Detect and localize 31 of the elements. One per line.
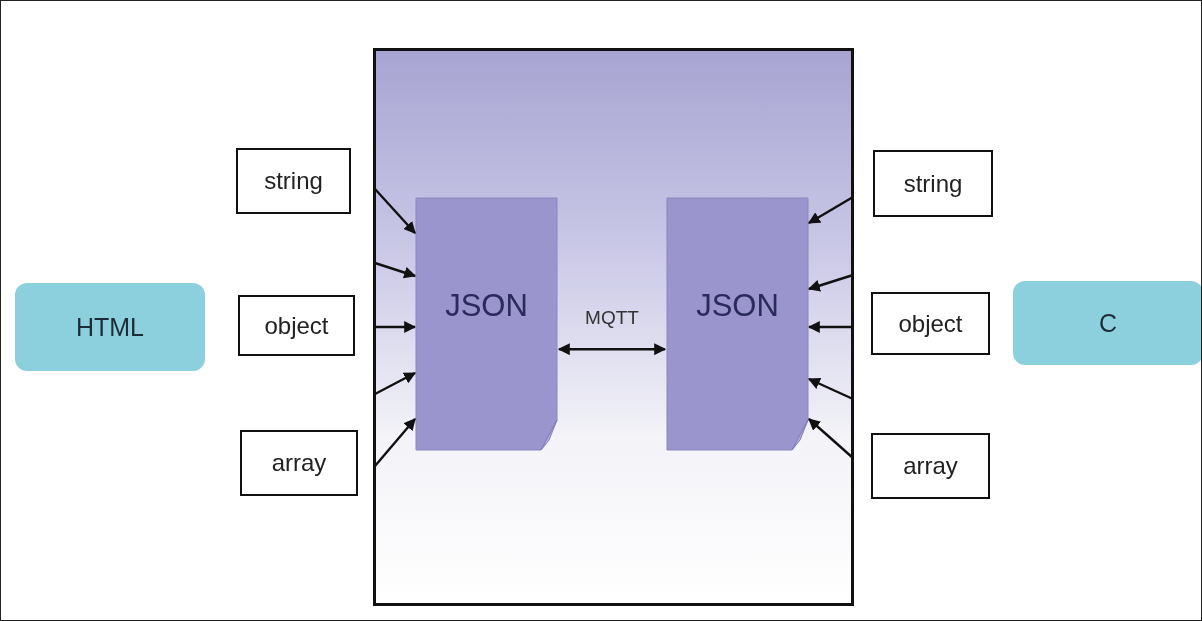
data-type-box [873,150,993,217]
data-type-label: object [264,311,329,340]
arrow [807,195,854,225]
data-type-box [238,295,355,356]
data-type-label: string [903,169,963,198]
data-type-box [236,148,351,214]
edge-label: MQTT [585,307,639,330]
arrow [374,188,416,234]
language-label: C [1098,308,1118,338]
arrow [557,343,667,356]
data-type-label: object [898,309,963,338]
arrow [374,418,416,467]
language-label: HTML [75,312,145,342]
arrow [807,377,854,401]
language-box [15,283,205,371]
arrow [374,371,417,396]
document-label: JSON [696,290,779,321]
arrow [808,418,854,459]
data-type-label: array [903,452,958,480]
data-type-label: string [264,167,323,195]
data-type-box [871,292,990,355]
document-label: JSON [445,290,528,321]
data-type-box [240,430,358,496]
arrow [807,321,853,333]
data-type-label: array [271,449,327,477]
language-box [1013,281,1201,365]
data-type-box [871,433,990,499]
arrow [807,273,854,292]
arrow [375,321,417,333]
arrow [374,261,417,279]
system-frame [373,48,854,606]
